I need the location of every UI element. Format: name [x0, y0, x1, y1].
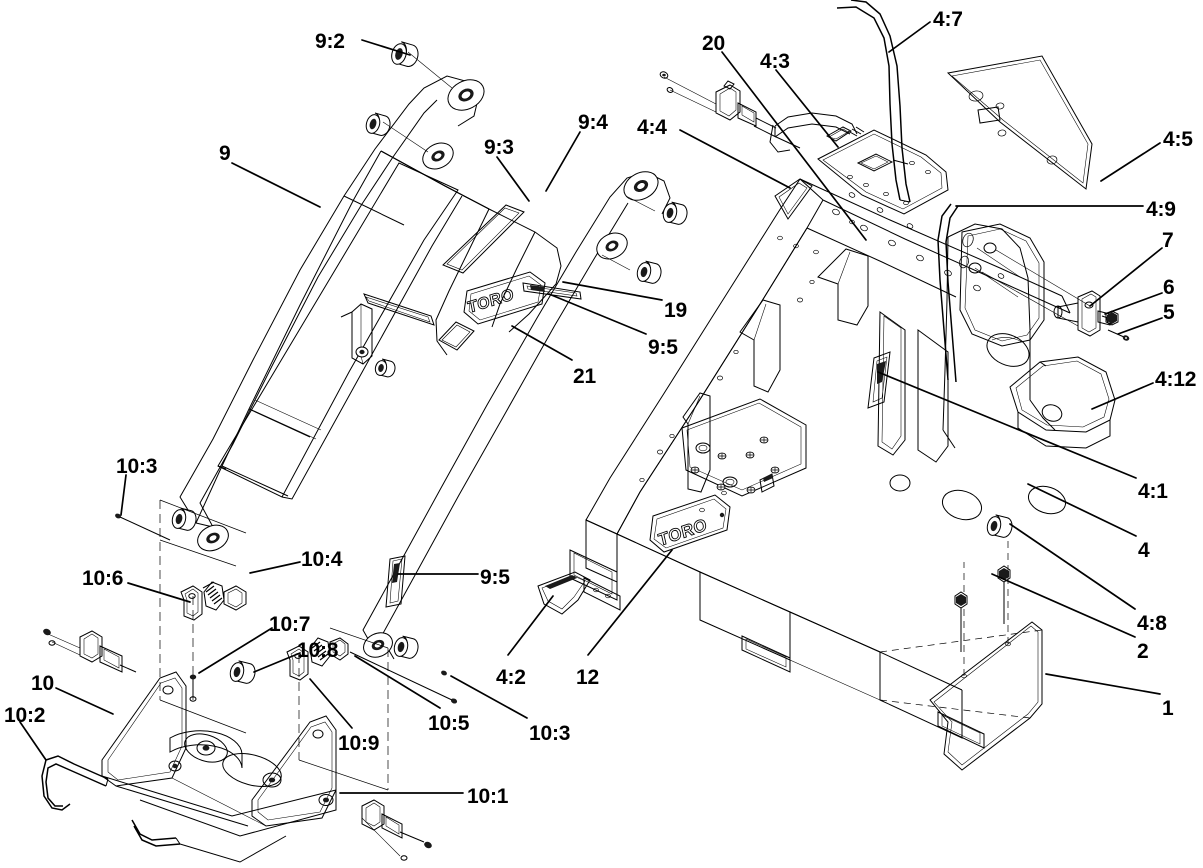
- spring-right-10: [309, 637, 349, 667]
- callout-9-5b: 9:5: [480, 566, 510, 589]
- cylinder-right-lower: [361, 799, 432, 861]
- leader-10-9: [309, 678, 353, 729]
- leader-12: [587, 549, 673, 656]
- hydraulic-cylinder-top: [659, 71, 801, 149]
- leader-10-5: [354, 655, 441, 709]
- left-lift-arm-assembly: TORO: [171, 41, 688, 660]
- leader-20: [721, 51, 867, 241]
- callout-4-8: 4:8: [1137, 612, 1167, 635]
- bottom-right-parts: [879, 514, 1043, 771]
- spacer-4-8: [986, 514, 1013, 538]
- leader-4-4: [679, 129, 791, 189]
- leader-9-3: [496, 156, 530, 202]
- bolt-2-right: [997, 565, 1011, 624]
- cylinder-left-lower: [43, 628, 137, 673]
- leader-4-5: [1100, 142, 1161, 182]
- bushing-hinge: [374, 358, 396, 378]
- callout-4-5: 4:5: [1163, 128, 1193, 151]
- callout-10-6: 10:6: [82, 567, 124, 590]
- leader-4-7: [888, 21, 931, 53]
- leader-4-12: [1091, 382, 1154, 410]
- callout-19: 19: [664, 299, 687, 322]
- leader-2: [991, 573, 1136, 638]
- callout-2: 2: [1137, 640, 1149, 663]
- callout-10-8: 10:8: [297, 639, 339, 662]
- callout-20: 20: [702, 32, 725, 55]
- main-frame-chassis: TORO: [537, 0, 1116, 749]
- callout-6: 6: [1163, 276, 1175, 299]
- callout-4-9: 4:9: [1146, 198, 1176, 221]
- leader-10: [55, 687, 114, 715]
- callout-4-12: 4:12: [1155, 368, 1197, 391]
- callout-10: 10: [31, 672, 54, 695]
- pin-10-3-left: [115, 513, 171, 541]
- leader-10-6: [127, 582, 191, 603]
- callout-4-4: 4:4: [637, 116, 667, 139]
- bushing-9-2-lower: [365, 112, 391, 136]
- part-4-2-bracket: [537, 571, 591, 615]
- callout-10-4: 10:4: [301, 548, 343, 571]
- leader-4-2: [507, 595, 554, 656]
- callout-4-3: 4:3: [760, 50, 790, 73]
- leader-10-7: [198, 627, 273, 674]
- leader-21: [511, 325, 573, 361]
- callout-12: 12: [576, 666, 599, 689]
- leader-9: [231, 162, 321, 208]
- callout-9-5: 9:5: [648, 336, 678, 359]
- leader-4: [1027, 483, 1137, 537]
- callout-10-1: 10:1: [467, 785, 509, 808]
- callout-10-7: 10:7: [269, 613, 311, 636]
- callout-9: 9: [219, 142, 231, 165]
- callout-4: 4: [1138, 539, 1150, 562]
- leader-4-8: [1009, 523, 1136, 610]
- callout-10-3: 10:3: [116, 455, 158, 478]
- callout-21: 21: [573, 365, 596, 388]
- callout-9-3: 9:3: [484, 136, 514, 159]
- part-10-6-clip: [180, 585, 203, 621]
- leader-4-1: [877, 371, 1137, 479]
- leader-10-2: [19, 721, 47, 761]
- callout-10-9: 10:9: [338, 732, 380, 755]
- callout-4-7: 4:7: [933, 8, 963, 31]
- callout-leader-lines: [19, 21, 1163, 794]
- bushing-arm-lower-right: [393, 635, 419, 659]
- control-linkage-assembly-10: [41, 499, 458, 863]
- callout-10-5: 10:5: [428, 712, 470, 735]
- leader-6: [1104, 292, 1163, 315]
- callout-5: 5: [1163, 301, 1175, 324]
- part-4-5-panel: [946, 55, 1093, 190]
- spring-10-4: [202, 581, 247, 611]
- spacer-10-8: [229, 660, 256, 684]
- bolt-2-left: [954, 591, 968, 652]
- leader-10-4: [249, 561, 301, 574]
- leader-10-3: [120, 474, 127, 516]
- pin-10-5: [349, 651, 458, 704]
- leader-9-5: [548, 293, 647, 335]
- leader-9-2: [361, 39, 411, 56]
- bushing-arm-lower-left: [171, 507, 197, 531]
- leader-10-3b: [450, 675, 528, 719]
- bushing-lower-front: [636, 260, 662, 284]
- leader-10-8: [253, 652, 301, 673]
- callout-7: 7: [1162, 229, 1174, 252]
- callout-4-2: 4:2: [496, 666, 526, 689]
- pin-10-3-right: [441, 670, 447, 676]
- callout-10-3b: 10:3: [529, 722, 571, 745]
- latch-assembly-7-6-5: [1053, 290, 1130, 341]
- leader-19: [562, 281, 663, 301]
- leader-1: [1045, 673, 1161, 695]
- leader-5: [1117, 317, 1163, 335]
- callout-9-4: 9:4: [578, 111, 608, 134]
- leader-4-3: [775, 69, 839, 148]
- leader-7: [1089, 247, 1163, 307]
- bushing-upper-front: [662, 201, 688, 225]
- callout-1: 1: [1162, 697, 1174, 720]
- callout-4-1: 4:1: [1138, 480, 1168, 503]
- callout-10-2: 10:2: [4, 704, 46, 727]
- callout-9-2: 9:2: [315, 30, 345, 53]
- leader-9-4: [545, 131, 581, 192]
